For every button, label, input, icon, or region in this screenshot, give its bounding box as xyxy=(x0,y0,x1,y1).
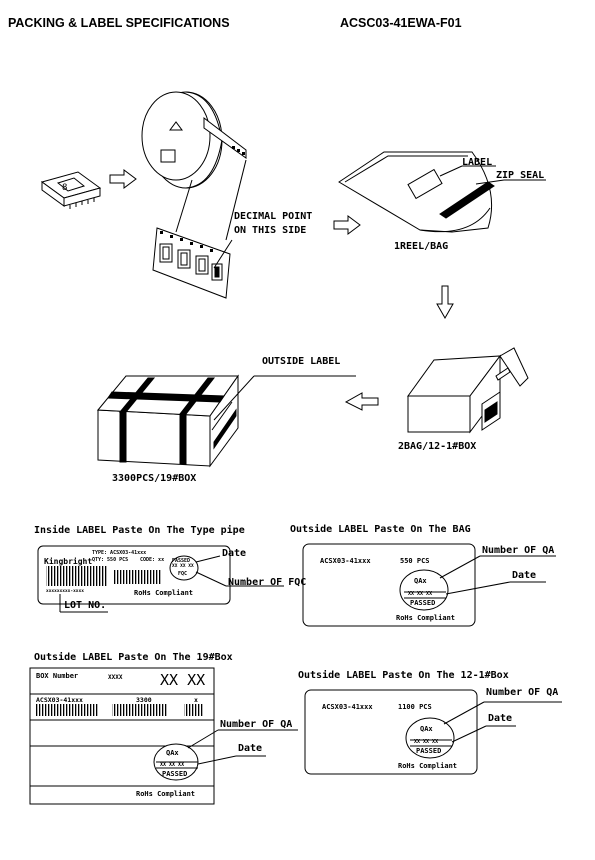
inside-qty: QTY: 550 PCS xyxy=(92,557,129,563)
box19-qty: 3300 xyxy=(136,696,152,704)
bag-label-title: Outside LABEL Paste On The BAG xyxy=(290,524,471,535)
zip-seal-leader xyxy=(475,179,505,185)
bag-seal-code: XX XX XX xyxy=(408,591,433,597)
box19-seal-code: XX XX XX xyxy=(160,762,185,768)
label-leader xyxy=(439,165,463,177)
outside-label-text: OUTSIDE LABEL xyxy=(262,356,341,367)
box12-label-card xyxy=(304,689,478,775)
arrow-right-icon xyxy=(109,169,137,189)
bag-qa: QAx xyxy=(414,577,427,585)
inside-type: TYPE: ACSX03-41xxx xyxy=(92,550,147,556)
inside-passed: PASSED xyxy=(172,558,191,564)
decimal-point-leader xyxy=(213,239,233,269)
arrow-down-icon xyxy=(436,285,454,320)
reel xyxy=(141,91,247,189)
zip-seal-text: ZIP SEAL xyxy=(496,170,545,181)
bag-part: ACSX03-41xxx xyxy=(320,557,371,565)
bag-qa-callout: Number OF QA xyxy=(482,545,555,556)
box19-box-code-small: XXXX xyxy=(108,674,123,681)
lot-callout: LOT NO. xyxy=(64,600,107,611)
inside-date-leader xyxy=(195,555,221,563)
inside-code: CODE: xx xyxy=(140,557,165,563)
decimal-point-text: DECIMAL POINT xyxy=(234,211,313,222)
box12-qa-callout: Number OF QA xyxy=(486,687,559,698)
box19-qa-callout: Number OF QA xyxy=(220,719,293,730)
inside-date-callout: Date xyxy=(222,548,247,559)
box12-qty: 1100 PCS xyxy=(398,703,432,711)
bag-passed: PASSED xyxy=(410,599,436,607)
inside-brand: Kingbright xyxy=(44,557,93,566)
bag-qty: 550 PCS xyxy=(400,557,430,565)
arrow-left-icon xyxy=(344,392,379,411)
box19-qa-leader xyxy=(187,729,219,749)
box19-box-number: BOX Number xyxy=(36,672,79,680)
bag-rohs: RoHs Compliant xyxy=(396,614,456,622)
bag-date-leader xyxy=(445,581,511,595)
box19-date-callout: Date xyxy=(238,743,263,754)
box19-qa: QAx xyxy=(166,749,179,757)
reel-bag-text: 1REEL/BAG xyxy=(394,241,449,252)
box12-qa: QAx xyxy=(420,725,433,733)
box12-date-leader xyxy=(451,725,487,743)
box19-label-title: Outside LABEL Paste On The 19#Box xyxy=(34,652,233,663)
arrow-right-icon xyxy=(333,215,361,235)
box12-qa-leader xyxy=(443,701,485,725)
box19-part: ACSX03-41xxx xyxy=(36,696,83,704)
box12-rohs: RoHs Compliant xyxy=(398,762,458,770)
bag-qa-leader xyxy=(439,555,481,579)
box12-passed: PASSED xyxy=(416,747,442,755)
display-component: 8 xyxy=(40,171,102,209)
box12-seal-code: XX XX XX xyxy=(414,739,439,745)
box19-rohs: RoHs Compliant xyxy=(136,790,196,798)
box19-passed: PASSED xyxy=(162,770,188,778)
box12-part: ACSX03-41xxx xyxy=(322,703,373,711)
bag-box xyxy=(407,347,529,434)
box19-date-leader xyxy=(197,755,237,765)
inside-rohs: RoHs Compliant xyxy=(134,589,194,597)
carrier-tape xyxy=(152,159,247,299)
bag-date-callout: Date xyxy=(512,570,537,581)
box-qty-text: 3300PCS/19#BOX xyxy=(112,473,197,484)
inside-seal-code: XX XX XX xyxy=(172,564,194,569)
box12-label-title: Outside LABEL Paste On The 12-1#Box xyxy=(298,670,509,681)
bag-box-text: 2BAG/12-1#BOX xyxy=(398,441,477,452)
bag-label-card xyxy=(302,543,476,627)
box19-label-card xyxy=(29,667,215,805)
page-title: PACKING & LABEL SPECIFICATIONS xyxy=(8,16,230,30)
box19-box-code-big: XX XX xyxy=(160,671,206,689)
label-text: LABEL xyxy=(462,157,493,168)
outer-box xyxy=(96,374,239,468)
part-number: ACSC03-41EWA-F01 xyxy=(340,16,462,30)
inside-fqc-callout: Number OF FQC xyxy=(228,577,307,588)
decimal-point-text-2: ON THIS SIDE xyxy=(234,225,307,236)
inside-label-card xyxy=(37,545,231,605)
box19-x-mark: x xyxy=(194,696,198,704)
svg-text:8: 8 xyxy=(62,183,67,193)
bag xyxy=(338,151,495,233)
box12-date-callout: Date xyxy=(488,713,513,724)
inside-fqc-leader xyxy=(195,571,227,587)
inside-fqc: FQC xyxy=(178,571,188,577)
inside-lot-code: xxxxxxxxx-xxxx xyxy=(46,589,84,594)
outside-label-leader xyxy=(213,375,255,421)
inside-label-title: Inside LABEL Paste On The Type pipe xyxy=(34,525,245,536)
